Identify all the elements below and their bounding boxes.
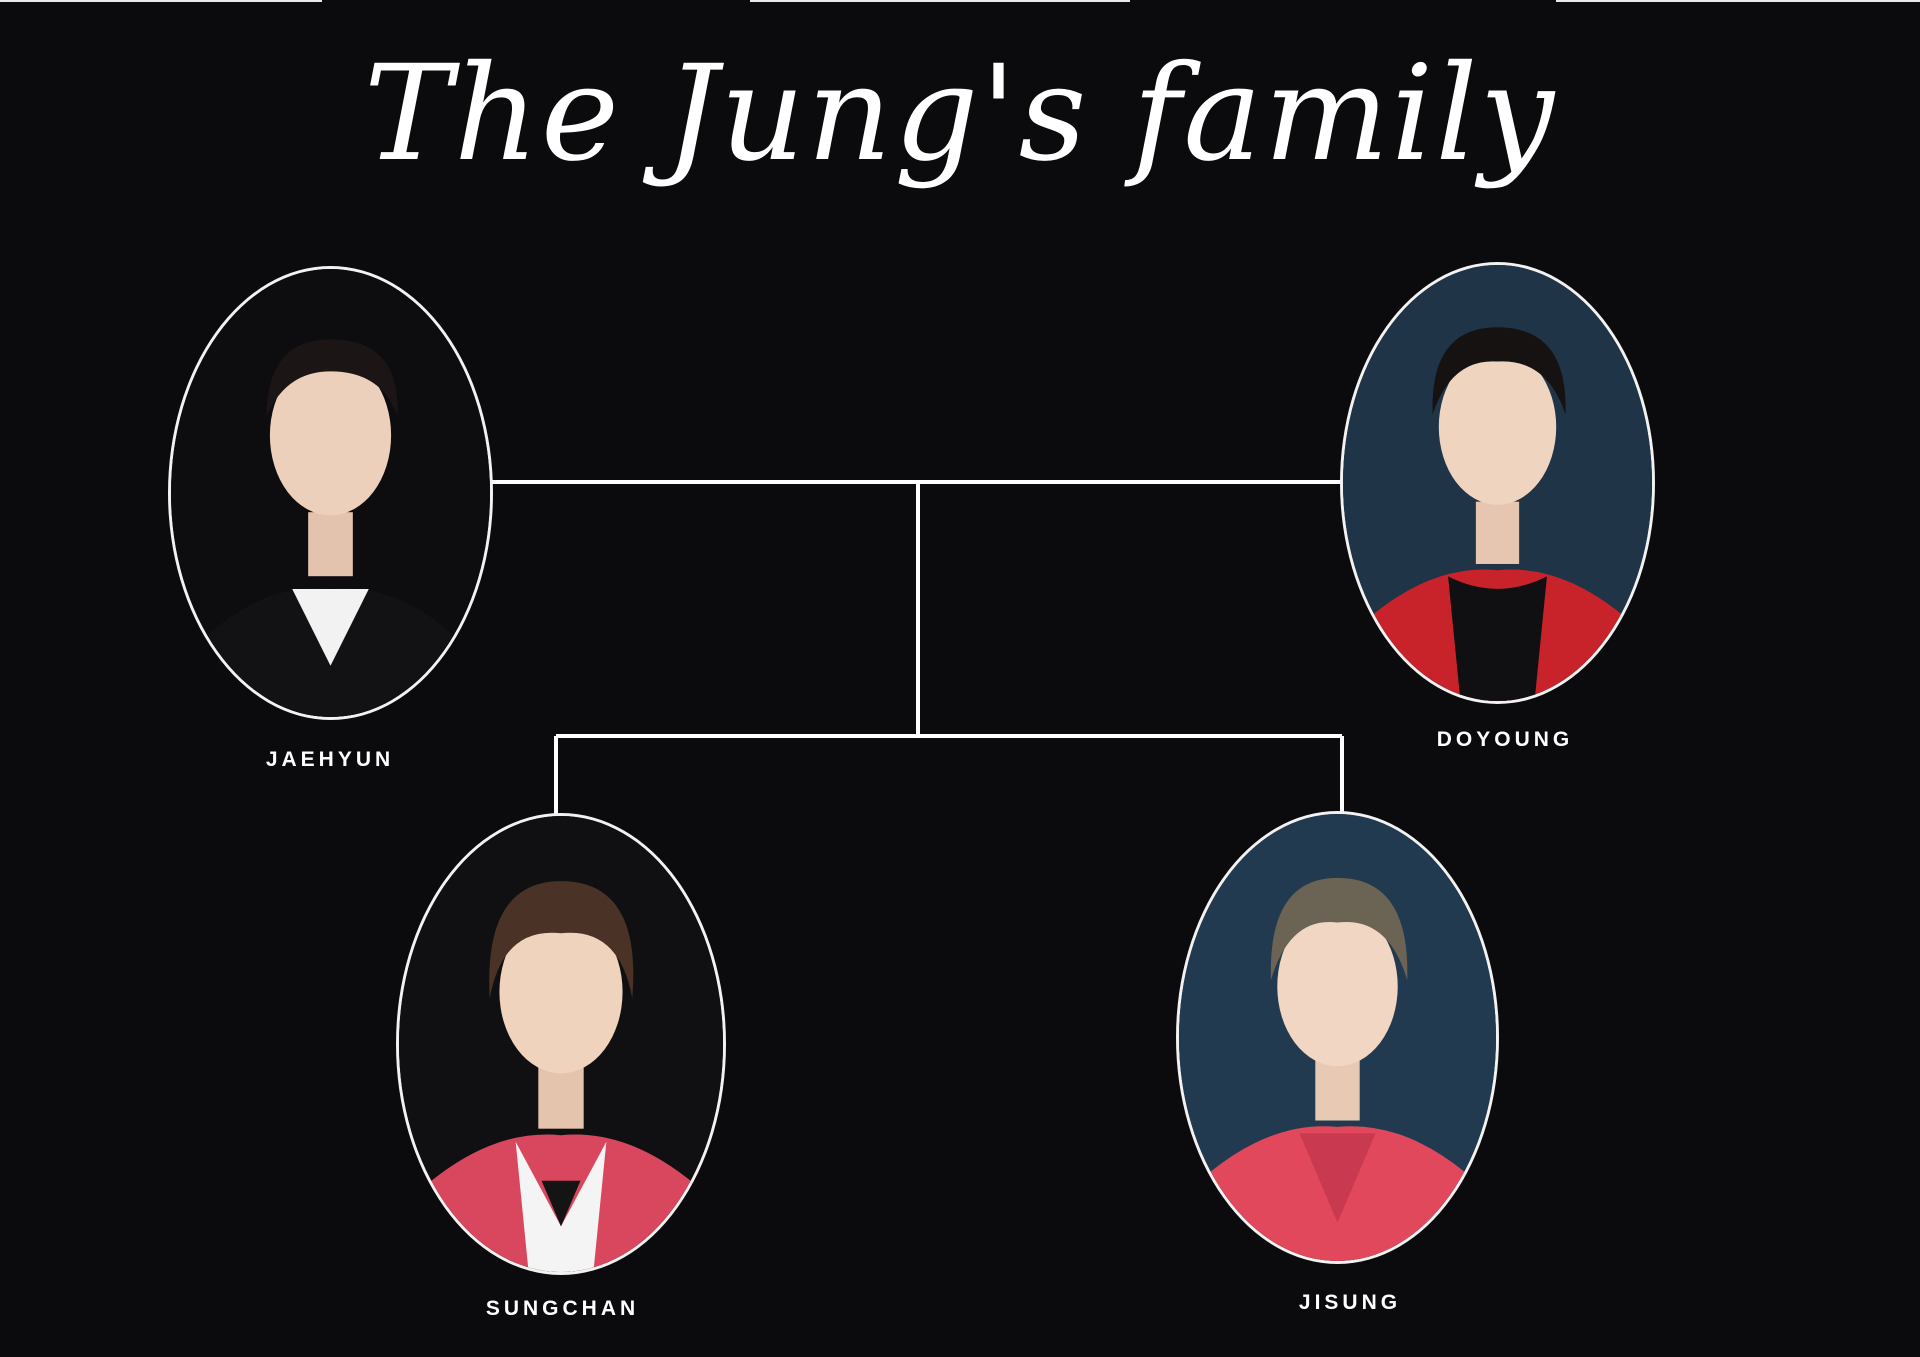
top-edge-strip-left: [0, 0, 322, 2]
person-silhouette-icon: [399, 816, 723, 1272]
member-name-jisung: JISUNG: [1298, 1291, 1402, 1314]
top-edge-strip-middle: [750, 0, 1130, 2]
person-silhouette-icon: [1343, 265, 1652, 701]
portrait-doyoung: [1340, 262, 1655, 704]
person-silhouette-icon: [1179, 814, 1496, 1261]
portrait-jisung: [1176, 811, 1499, 1264]
person-silhouette-icon: [171, 269, 490, 717]
portrait-jaehyun: [168, 266, 493, 720]
member-name-jaehyun: JAEHYUN: [265, 748, 395, 771]
diagram-title: The Jung's family: [363, 37, 1557, 191]
member-name-sungchan: SUNGCHAN: [485, 1297, 640, 1320]
top-edge-strip-right: [1556, 0, 1920, 2]
member-name-doyoung: DOYOUNG: [1436, 728, 1574, 751]
portrait-sungchan: [396, 813, 726, 1275]
